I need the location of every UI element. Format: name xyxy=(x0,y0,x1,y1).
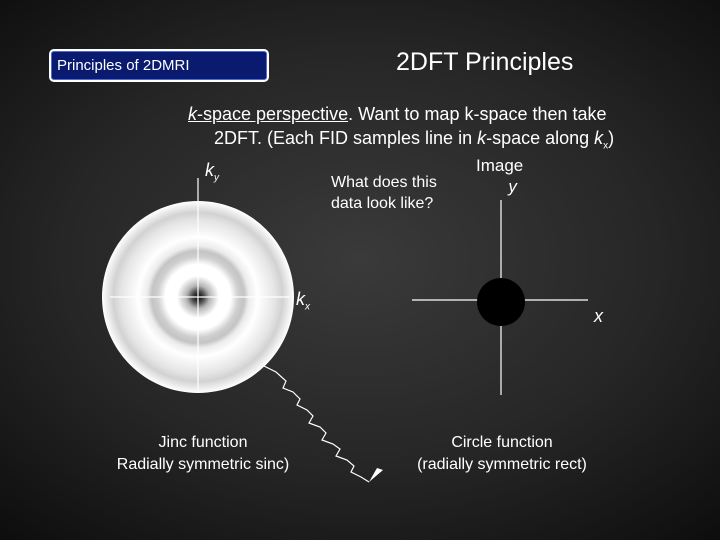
kx-axis-label: kx xyxy=(296,289,310,313)
slide-title: 2DFT Principles xyxy=(396,48,573,77)
ky-axis-label: ky xyxy=(205,160,219,184)
arrow-head xyxy=(369,468,383,482)
kspace-term: k-space perspective xyxy=(188,104,348,124)
jinc-caption: Jinc function Radially symmetric sinc) xyxy=(96,432,310,476)
description-line-2: 2DFT. (Each FID samples line in k-space … xyxy=(188,126,614,159)
circle-function-disc xyxy=(477,278,525,326)
section-badge: Principles of 2DMRI xyxy=(49,49,269,82)
x-axis-label: x xyxy=(594,306,603,327)
question-text: What does this data look like? xyxy=(331,172,437,214)
badge-label: Principles of 2DMRI xyxy=(57,57,190,74)
description-line-1: k-space perspective. Want to map k-space… xyxy=(188,102,614,126)
description-text: k-space perspective. Want to map k-space… xyxy=(188,102,614,159)
circle-caption: Circle function (radially symmetric rect… xyxy=(398,432,606,476)
image-title: Image xyxy=(476,155,523,176)
y-axis-label: y xyxy=(476,176,523,197)
image-panel-label: Image y xyxy=(476,155,523,197)
